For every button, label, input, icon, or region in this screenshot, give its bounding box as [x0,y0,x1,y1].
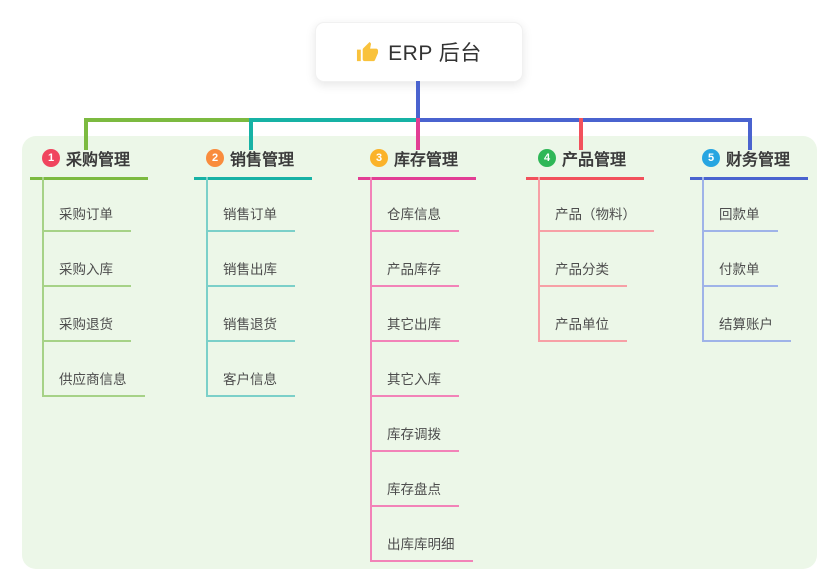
branch-node-1[interactable]: 1 采购管理 [30,146,149,180]
child-node-label: 采购入库 [59,262,113,277]
branch-label: 采购管理 [66,152,131,169]
child-node[interactable]: 产品（物料） [540,177,654,232]
root-node-label: ERP 后台 [388,42,482,65]
child-node-label: 产品分类 [555,262,609,277]
child-node[interactable]: 销售订单 [208,177,295,232]
branch-number-badge: 3 [370,149,388,167]
thumbs-up-icon [357,41,379,61]
branch-children: 回款单付款单结算账户 [702,177,791,342]
child-node[interactable]: 采购入库 [44,232,131,287]
branch-node-3[interactable]: 3 库存管理 [358,146,477,180]
child-node[interactable]: 采购退货 [44,287,131,342]
child-node-label: 销售订单 [223,207,277,222]
root-node[interactable]: ERP 后台 [315,22,523,82]
branch-children: 销售订单销售出库销售退货客户信息 [206,177,295,397]
branch-label: 库存管理 [394,152,459,169]
connector-line [415,118,420,150]
connector-line [417,118,752,122]
branch-children: 采购订单采购入库采购退货供应商信息 [42,177,145,397]
branch-number-badge: 2 [206,149,224,167]
child-node[interactable]: 客户信息 [208,342,295,397]
child-node-label: 出库库明细 [387,537,455,552]
child-node-label: 销售出库 [223,262,277,277]
child-node-label: 产品库存 [387,262,441,277]
branch-label: 财务管理 [726,152,791,169]
child-node-label: 采购订单 [59,207,113,222]
branch-label: 销售管理 [230,152,295,169]
child-node[interactable]: 仓库信息 [372,177,459,232]
branch-number-badge: 4 [538,149,556,167]
child-node-label: 库存调拨 [387,427,441,442]
branch-number-badge: 1 [42,149,60,167]
branch-children: 产品（物料） 产品分类产品单位 [538,177,654,342]
branch-number-badge: 5 [702,149,720,167]
child-node-label: 回款单 [719,207,760,222]
connector-line [415,81,420,122]
child-node[interactable]: 产品单位 [540,287,627,342]
child-node[interactable]: 供应商信息 [44,342,145,397]
connector-line [579,118,583,150]
child-node-label: 供应商信息 [59,372,127,387]
child-node[interactable]: 采购订单 [44,177,131,232]
connector-line [249,118,417,122]
child-node[interactable]: 结算账户 [704,287,791,342]
connector-line [84,118,88,150]
child-node[interactable]: 库存盘点 [372,452,459,507]
child-node[interactable]: 付款单 [704,232,778,287]
child-node-label: 其它入库 [387,372,441,387]
child-node-label: 客户信息 [223,372,277,387]
child-node[interactable]: 销售出库 [208,232,295,287]
child-node[interactable]: 回款单 [704,177,778,232]
child-node-label: 销售退货 [223,317,277,332]
connector-line [249,118,253,150]
branch-node-5[interactable]: 5 财务管理 [690,146,809,180]
child-node[interactable]: 其它入库 [372,342,459,397]
child-node[interactable]: 销售退货 [208,287,295,342]
child-node-label: 采购退货 [59,317,113,332]
child-node[interactable]: 其它出库 [372,287,459,342]
connector-line [84,118,253,122]
connector-line [748,118,752,150]
branch-label: 产品管理 [562,152,627,169]
child-node-label: 其它出库 [387,317,441,332]
mindmap-canvas-panel [22,136,817,569]
child-node[interactable]: 产品分类 [540,232,627,287]
branch-node-2[interactable]: 2 销售管理 [194,146,313,180]
branch-node-4[interactable]: 4 产品管理 [526,146,645,180]
child-node-label: 仓库信息 [387,207,441,222]
child-node[interactable]: 出库库明细 [372,507,473,562]
child-node-label: 付款单 [719,262,760,277]
child-node-label: 产品单位 [555,317,609,332]
child-node-label: 结算账户 [719,317,773,332]
child-node[interactable]: 库存调拨 [372,397,459,452]
child-node-label: 产品（物料） [555,207,636,222]
child-node[interactable]: 产品库存 [372,232,459,287]
branch-children: 仓库信息产品库存其它出库其它入库库存调拨库存盘点出库库明细 [370,177,473,562]
child-node-label: 库存盘点 [387,482,441,497]
